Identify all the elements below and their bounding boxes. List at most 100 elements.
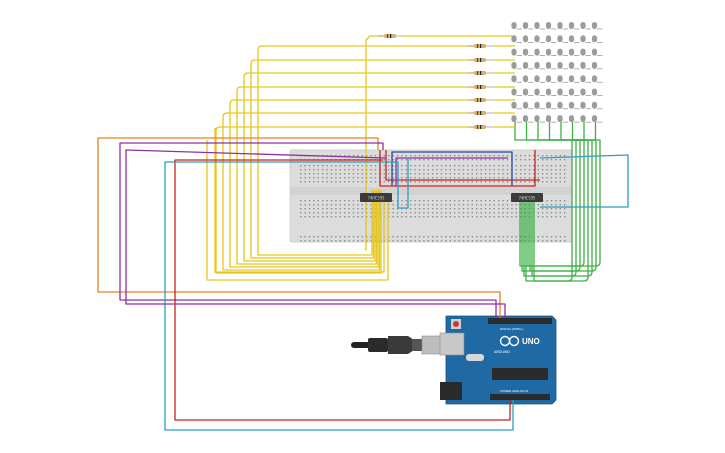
breadboard-hole bbox=[533, 169, 535, 171]
breadboard-hole bbox=[445, 169, 447, 171]
breadboard-hole bbox=[462, 169, 465, 171]
breadboard-hole bbox=[436, 181, 438, 183]
breadboard-hole bbox=[405, 169, 407, 171]
breadboard-hole bbox=[493, 216, 495, 218]
led bbox=[580, 48, 586, 56]
breadboard-hole bbox=[330, 236, 333, 238]
breadboard-hole bbox=[396, 236, 399, 238]
breadboard-hole bbox=[440, 155, 443, 157]
breadboard-hole bbox=[370, 169, 372, 171]
breadboard-hole bbox=[458, 165, 460, 167]
breadboard-hole bbox=[370, 208, 372, 210]
breadboard-hole bbox=[423, 159, 425, 161]
breadboard-hole bbox=[352, 169, 355, 171]
breadboard-hole bbox=[471, 208, 473, 210]
breadboard-hole bbox=[484, 200, 487, 202]
breadboard-hole bbox=[339, 155, 341, 157]
breadboard-hole bbox=[467, 204, 469, 206]
breadboard-hole bbox=[414, 173, 416, 175]
breadboard-hole bbox=[410, 216, 412, 218]
shift-register-chip-2[interactable]: 74HC595 bbox=[511, 193, 543, 202]
breadboard-hole bbox=[300, 177, 302, 179]
breadboard-hole bbox=[410, 240, 412, 242]
breadboard-hole bbox=[542, 169, 544, 171]
breadboard-hole bbox=[423, 208, 425, 210]
breadboard-hole bbox=[436, 204, 438, 206]
breadboard-hole bbox=[467, 169, 469, 171]
usb-cable[interactable] bbox=[351, 335, 445, 355]
breadboard-hole bbox=[304, 177, 306, 179]
breadboard-hole bbox=[506, 165, 509, 167]
breadboard-hole bbox=[322, 240, 324, 242]
breadboard-hole bbox=[396, 155, 399, 157]
breadboard-hole bbox=[370, 240, 372, 242]
breadboard-hole bbox=[313, 208, 315, 210]
breadboard-hole bbox=[458, 181, 460, 183]
breadboard-hole bbox=[502, 169, 504, 171]
breadboard-hole bbox=[480, 236, 482, 238]
breadboard-hole bbox=[423, 165, 425, 167]
breadboard-hole bbox=[300, 208, 302, 210]
breadboard-hole bbox=[440, 204, 443, 206]
breadboard-hole bbox=[330, 177, 333, 179]
breadboard-hole bbox=[520, 216, 522, 218]
breadboard-hole bbox=[440, 169, 443, 171]
breadboard-hole bbox=[348, 240, 350, 242]
breadboard-hole bbox=[330, 208, 333, 210]
breadboard-hole bbox=[502, 165, 504, 167]
breadboard-hole bbox=[445, 173, 447, 175]
breadboard-hole bbox=[427, 208, 429, 210]
breadboard-hole bbox=[392, 169, 394, 171]
resistor-band bbox=[477, 125, 479, 129]
breadboard-hole bbox=[392, 216, 394, 218]
breadboard-hole bbox=[392, 181, 394, 183]
breadboard-hole bbox=[317, 181, 319, 183]
breadboard-hole bbox=[432, 181, 434, 183]
breadboard-hole bbox=[418, 216, 421, 218]
led-matrix[interactable] bbox=[511, 22, 603, 123]
breadboard-hole bbox=[436, 216, 438, 218]
breadboard-hole bbox=[330, 169, 333, 171]
digital-header-label: DIGITAL (PWM~) bbox=[500, 327, 523, 331]
breadboard-hole bbox=[445, 212, 447, 214]
breadboard-hole bbox=[480, 165, 482, 167]
breadboard-hole bbox=[361, 181, 363, 183]
breadboard-hole bbox=[374, 169, 377, 171]
breadboard-hole bbox=[480, 200, 482, 202]
breadboard-hole bbox=[489, 165, 491, 167]
breadboard-hole bbox=[449, 204, 451, 206]
breadboard-hole bbox=[339, 177, 341, 179]
breadboard-hole bbox=[322, 165, 324, 167]
breadboard-hole bbox=[559, 181, 561, 183]
breadboard-hole bbox=[396, 159, 399, 161]
breadboard-hole bbox=[432, 204, 434, 206]
breadboard-hole bbox=[454, 240, 456, 242]
led bbox=[580, 35, 586, 43]
breadboard-hole bbox=[388, 240, 390, 242]
breadboard-hole bbox=[462, 236, 465, 238]
breadboard-hole bbox=[480, 240, 482, 242]
arduino-uno-board[interactable]: UNO ARDUINO DIGITAL (PWM~) POWER ANALOG … bbox=[351, 315, 557, 405]
breadboard-hole bbox=[326, 216, 328, 218]
breadboard-hole bbox=[322, 169, 324, 171]
breadboard-hole bbox=[546, 159, 548, 161]
breadboard-hole bbox=[344, 216, 346, 218]
breadboard-hole bbox=[366, 165, 368, 167]
led bbox=[568, 101, 575, 109]
breadboard-hole bbox=[480, 169, 482, 171]
breadboard-hole bbox=[418, 159, 421, 161]
breadboard-hole bbox=[370, 177, 372, 179]
breadboard-hole bbox=[405, 200, 407, 202]
shift-register-chip-1[interactable]: 74HC595 bbox=[360, 193, 392, 202]
breadboard-hole bbox=[489, 155, 491, 157]
breadboard-hole bbox=[330, 212, 333, 214]
breadboard-hole bbox=[489, 173, 491, 175]
breadboard-hole bbox=[515, 177, 517, 179]
breadboard-hole bbox=[559, 236, 561, 238]
breadboard-hole bbox=[454, 169, 456, 171]
resistor-band bbox=[480, 98, 482, 102]
breadboard-hole bbox=[462, 181, 465, 183]
breadboard-hole bbox=[361, 173, 363, 175]
breadboard-hole bbox=[555, 240, 557, 242]
breadboard-hole bbox=[414, 181, 416, 183]
